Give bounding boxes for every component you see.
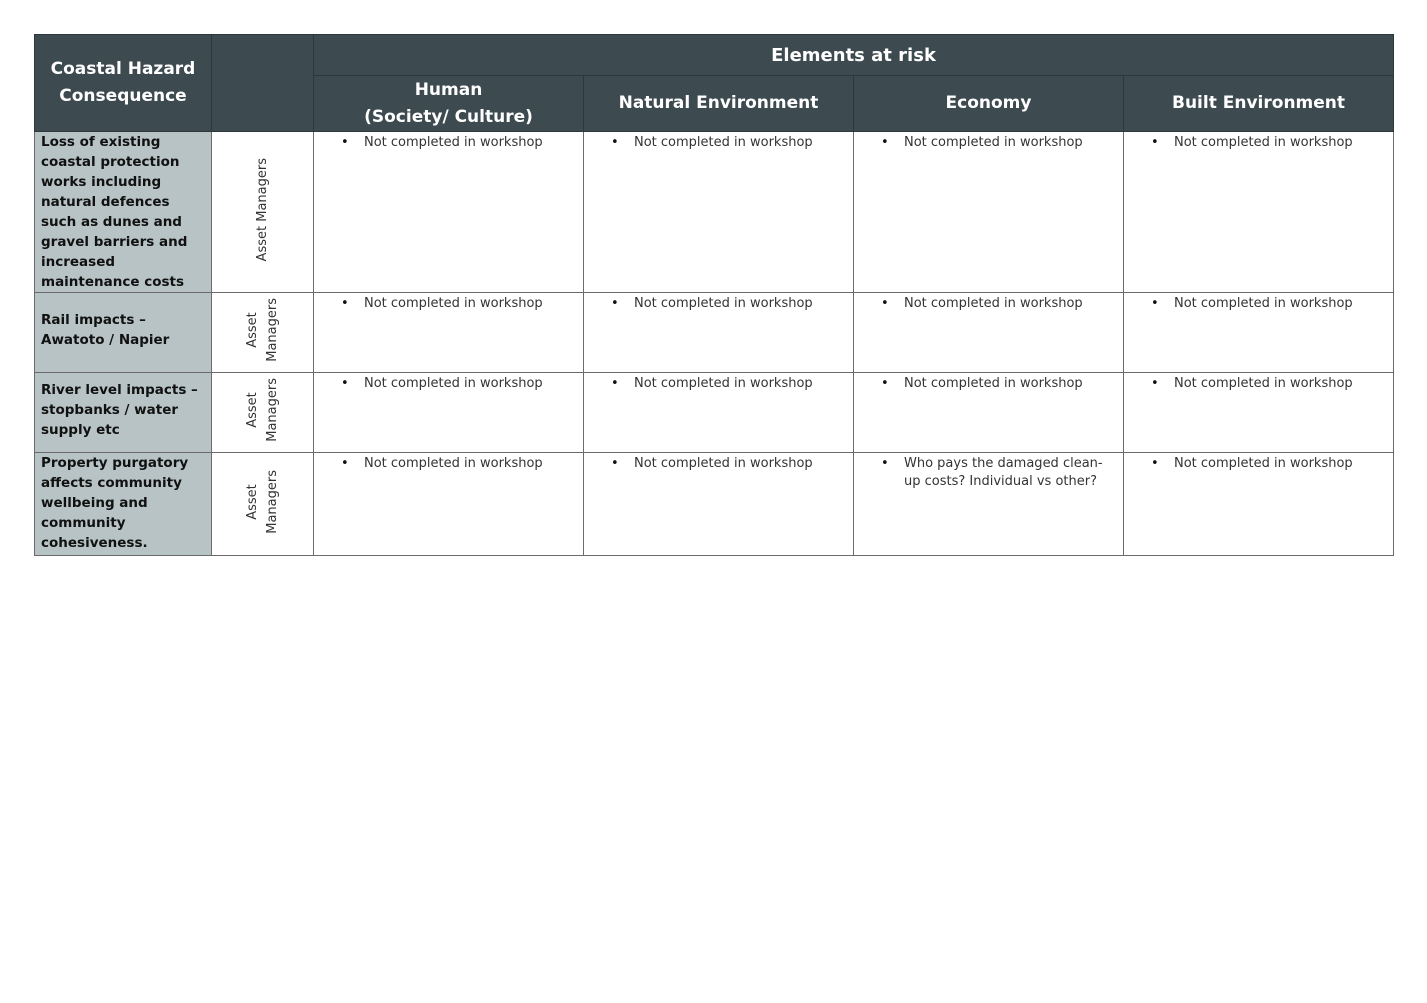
bullet-list: Not completed in workshop (584, 455, 847, 473)
built-environment-cell: Not completed in workshop (1122, 292, 1395, 373)
header-elements-at-risk: Elements at risk (312, 34, 1395, 76)
consequence-cell: Property purgatory affects community wel… (34, 452, 212, 556)
header-column-label: Human (Society/ Culture) (364, 79, 533, 127)
consequence-cell: River level impacts – stopbanks / water … (34, 372, 212, 453)
owner-label: Asset Managers (244, 298, 280, 362)
bullet-item: Not completed in workshop (1151, 295, 1387, 313)
header-consequence-label: Coastal Hazard Consequence (50, 59, 196, 106)
bullet-item: Who pays the damaged clean-up costs? Ind… (881, 455, 1117, 491)
document-page: Coastal Hazard Consequence Elements at r… (34, 34, 1395, 556)
owner-cell: Asset Managers (211, 292, 314, 373)
built-environment-cell: Not completed in workshop (1122, 131, 1395, 293)
bullet-list: Not completed in workshop (1124, 134, 1387, 152)
built-environment-cell: Not completed in workshop (1122, 452, 1395, 556)
header-column-human: Human (Society/ Culture) (313, 75, 584, 132)
consequence-text: River level impacts – stopbanks / water … (41, 382, 198, 438)
human-cell: Not completed in workshop (313, 452, 584, 556)
bullet-item: Not completed in workshop (341, 134, 577, 152)
bullet-list: Not completed in workshop (854, 375, 1117, 393)
natural-environment-cell: Not completed in workshop (583, 372, 854, 453)
bullet-list: Not completed in workshop (854, 295, 1117, 313)
bullet-item: Not completed in workshop (611, 134, 847, 152)
header-column-economy: Economy (853, 75, 1124, 132)
bullet-list: Not completed in workshop (854, 134, 1117, 152)
bullet-list: Not completed in workshop (1124, 455, 1387, 473)
economy-cell: Not completed in workshop (853, 372, 1124, 453)
consequence-cell: Rail impacts – Awatoto / Napier (34, 292, 212, 373)
human-cell: Not completed in workshop (313, 292, 584, 373)
natural-environment-cell: Not completed in workshop (583, 131, 854, 293)
bullet-list: Not completed in workshop (584, 375, 847, 393)
consequence-cell: Loss of existing coastal protection work… (34, 131, 212, 293)
bullet-list: Not completed in workshop (584, 295, 847, 313)
risk-table: Coastal Hazard Consequence Elements at r… (34, 34, 1395, 556)
bullet-item: Not completed in workshop (881, 134, 1117, 152)
bullet-item: Not completed in workshop (341, 455, 577, 473)
human-cell: Not completed in workshop (313, 131, 584, 293)
owner-cell: Asset Managers (211, 131, 314, 293)
bullet-list: Not completed in workshop (314, 455, 577, 473)
bullet-list: Not completed in workshop (1124, 375, 1387, 393)
table-row: Property purgatory affects community wel… (34, 452, 1395, 556)
header-column-built-environment: Built Environment (1122, 75, 1395, 132)
bullet-item: Not completed in workshop (341, 375, 577, 393)
owner-cell: Asset Managers (211, 452, 314, 556)
header-column-label: Built Environment (1172, 93, 1346, 113)
bullet-item: Not completed in workshop (1151, 375, 1387, 393)
bullet-list: Not completed in workshop (1124, 295, 1387, 313)
bullet-item: Not completed in workshop (881, 375, 1117, 393)
human-cell: Not completed in workshop (313, 372, 584, 453)
bullet-list: Who pays the damaged clean-up costs? Ind… (854, 455, 1117, 491)
bullet-list: Not completed in workshop (314, 295, 577, 313)
natural-environment-cell: Not completed in workshop (583, 452, 854, 556)
economy-cell: Not completed in workshop (853, 131, 1124, 293)
bullet-list: Not completed in workshop (314, 375, 577, 393)
table-row: Loss of existing coastal protection work… (34, 131, 1395, 293)
consequence-text: Rail impacts – Awatoto / Napier (41, 312, 170, 348)
bullet-item: Not completed in workshop (881, 295, 1117, 313)
bullet-item: Not completed in workshop (611, 295, 847, 313)
header-group-label: Elements at risk (771, 44, 936, 66)
table-row: Rail impacts – Awatoto / Napier Asset Ma… (34, 292, 1395, 373)
bullet-item: Not completed in workshop (341, 295, 577, 313)
header-column-label: Natural Environment (618, 93, 819, 113)
economy-cell: Not completed in workshop (853, 292, 1124, 373)
bullet-list: Not completed in workshop (314, 134, 577, 152)
owner-label: Asset Managers (254, 157, 270, 262)
bullet-item: Not completed in workshop (1151, 134, 1387, 152)
economy-cell: Who pays the damaged clean-up costs? Ind… (853, 452, 1124, 556)
header-owner (211, 34, 314, 132)
bullet-list: Not completed in workshop (584, 134, 847, 152)
table-row: River level impacts – stopbanks / water … (34, 372, 1395, 453)
built-environment-cell: Not completed in workshop (1122, 372, 1395, 453)
header-column-label: Economy (945, 93, 1032, 113)
bullet-item: Not completed in workshop (611, 455, 847, 473)
natural-environment-cell: Not completed in workshop (583, 292, 854, 373)
owner-cell: Asset Managers (211, 372, 314, 453)
bullet-item: Not completed in workshop (1151, 455, 1387, 473)
owner-label: Asset Managers (244, 469, 280, 534)
bullet-item: Not completed in workshop (611, 375, 847, 393)
header-consequence: Coastal Hazard Consequence (34, 34, 212, 132)
header-column-natural-environment: Natural Environment (583, 75, 854, 132)
owner-label: Asset Managers (244, 378, 280, 442)
